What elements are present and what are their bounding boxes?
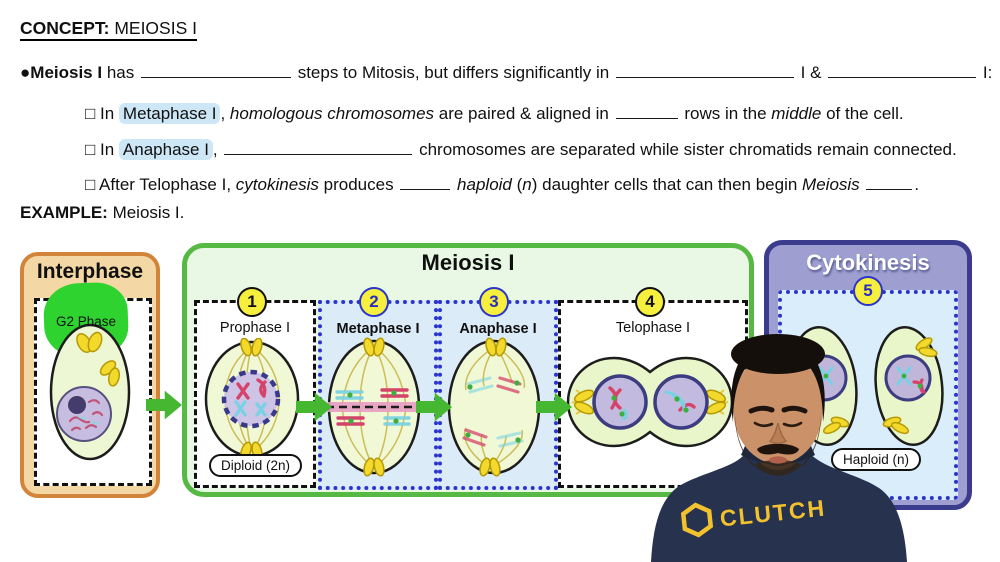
haploid-cell-right-illustration [874, 325, 944, 447]
line4-text: ) daughter cells that can then begin [531, 175, 803, 195]
blank-line [400, 173, 451, 191]
g2-phase-label: G2 Phase [55, 314, 117, 329]
line4-text: produces [318, 175, 394, 195]
line4-text: ( [511, 175, 523, 195]
line2-text: of the cell. [821, 104, 904, 124]
italic-term: n [522, 175, 532, 195]
step-number-1: 1 [237, 287, 267, 317]
step-number-3: 3 [479, 287, 509, 317]
bullet-line-2: □ In Metaphase I, homologous chromosomes… [85, 102, 904, 125]
line4-text: . [914, 175, 920, 195]
blank-line [140, 61, 291, 79]
line1-text: I: [978, 63, 993, 83]
blank-line [866, 173, 913, 191]
italic-term: haploid [452, 175, 512, 195]
instructor-person: CLUTCH [651, 334, 907, 562]
interphase-cell-illustration [49, 323, 131, 461]
line2-text: , [220, 104, 230, 124]
haploid-badge: Haploid (n) [831, 448, 922, 471]
blank-line [615, 61, 794, 79]
line2-text: are paired & aligned in [434, 104, 609, 124]
prophase-label: Prophase I [219, 320, 291, 336]
italic-term: middle [771, 104, 822, 124]
example-line: EXAMPLE: Meiosis I. [20, 203, 184, 223]
line1-text: I & [795, 63, 822, 83]
italic-term: homologous chromosomes [229, 104, 435, 124]
line1-text: has [102, 63, 135, 83]
prophase-cell-illustration [204, 338, 300, 460]
cytokinesis-title: Cytokinesis [806, 250, 930, 275]
line2-text: □ In [85, 104, 119, 124]
italic-term: cytokinesis [235, 175, 319, 195]
blank-line [615, 102, 678, 120]
meiosis-term: Meiosis I [30, 63, 103, 83]
line3-text: chromosomes are separated while sister c… [414, 140, 957, 160]
telophase-label: Telophase I [615, 320, 691, 336]
bullet-line-1: ●Meiosis I has steps to Mitosis, but dif… [20, 61, 992, 84]
metaphase-label: Metaphase I [336, 321, 420, 337]
concept-label: CONCEPT: [20, 18, 110, 38]
interphase-title: Interphase [36, 260, 144, 283]
metaphase-cell-illustration [326, 337, 422, 477]
telophase-cell-illustration [566, 356, 734, 448]
example-label: EXAMPLE: [20, 203, 108, 222]
anaphase-label: Anaphase I [459, 321, 537, 337]
blank-line [828, 61, 977, 79]
line2-text: rows in the [679, 104, 772, 124]
line3-text: □ In [85, 140, 119, 160]
italic-term: Meiosis [802, 175, 860, 195]
meiosis-title: Meiosis I [421, 250, 515, 275]
diploid-badge: Diploid (2n) [209, 454, 303, 477]
bullet-line-4: □ After Telophase I, cytokinesis produce… [85, 173, 919, 196]
anaphase-cell-illustration [447, 337, 541, 477]
line3-text: , [212, 140, 223, 160]
anaphase-highlight: Anaphase I [118, 139, 213, 161]
blank-line [224, 138, 413, 156]
concept-heading: CONCEPT: MEIOSIS I [20, 18, 197, 41]
metaphase-highlight: Metaphase I [118, 103, 221, 125]
bullet-marker: ● [20, 63, 31, 83]
line1-text: steps to Mitosis, but differs significan… [292, 63, 610, 83]
line4-text: □ After Telophase I, [85, 175, 236, 195]
step-number-5: 5 [853, 276, 883, 306]
step-number-4: 4 [635, 287, 665, 317]
concept-title: MEIOSIS I [109, 18, 197, 38]
step-number-2: 2 [359, 287, 389, 317]
example-text: Meiosis I. [107, 203, 185, 222]
bullet-line-3: □ In Anaphase I, chromosomes are separat… [85, 138, 957, 161]
